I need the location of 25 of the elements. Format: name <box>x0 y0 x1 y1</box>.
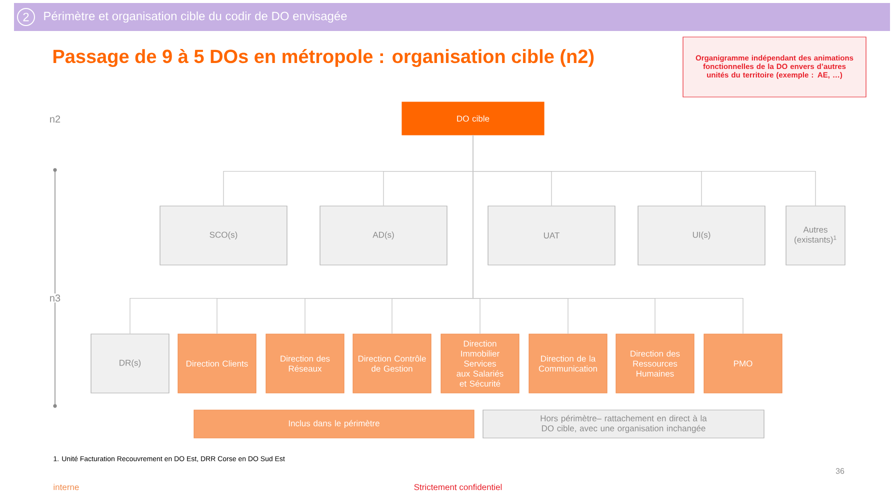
header-text: Périmètre et organisation cible du codir de DO envisagée <box>44 11 347 23</box>
org-box: DR(s) <box>90 334 170 394</box>
org-box: Direction Immobilier Services aux Salariés et Sécurité <box>440 334 520 394</box>
level-label: n2 <box>48 114 62 124</box>
org-box: Direction Clients <box>178 334 256 394</box>
org-box: AD(s) <box>320 206 448 266</box>
org-box: Direction de la Communication <box>528 334 608 394</box>
org-box: SCO(s) <box>160 206 288 266</box>
page-number: 36 <box>836 468 844 474</box>
title: Passage de 9 à 5 DOs en métropole : organisation cible (n2) <box>53 49 594 67</box>
footer-text: interne <box>54 484 79 490</box>
org-box: UAT <box>488 206 616 266</box>
org-box: Direction Contrôle de Gestion <box>352 334 432 394</box>
level-label: n3 <box>48 293 62 303</box>
org-box: PMO <box>704 334 782 394</box>
legend-text: Hors périmètre– rattachement en direct à la DO cible, avec une organisation inchangée <box>540 415 707 433</box>
org-box: Direction des Réseaux <box>266 334 344 394</box>
org-box: DO cible <box>402 102 544 136</box>
legend-text: Inclus dans le périmètre <box>288 420 380 428</box>
org-box: Autres (existants)$^{1}$ <box>786 206 846 266</box>
connector-line <box>472 134 744 334</box>
step-number: 2 <box>17 8 35 26</box>
org-box: Direction des Ressources Humaines <box>616 334 694 394</box>
footer-text: Strictement confidentiel <box>414 484 502 490</box>
org-box: UI(s) <box>638 206 766 266</box>
